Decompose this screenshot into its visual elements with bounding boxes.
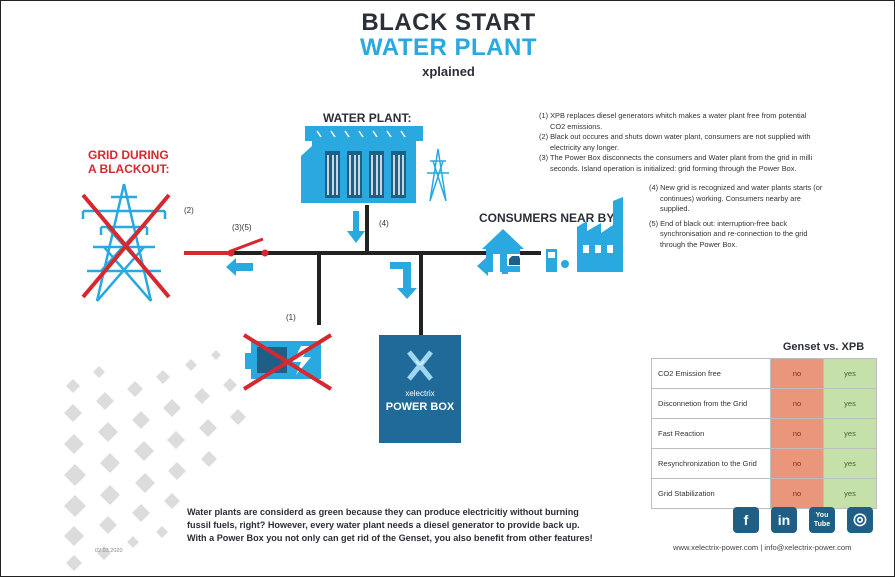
- grid-label-line2: A BLACKOUT:: [88, 162, 170, 176]
- note-line: (2) Black out occures and shuts down wat…: [539, 132, 811, 141]
- header-genset: Genset: [782, 341, 821, 353]
- step-2-label: (2): [184, 206, 194, 215]
- note-line: electricity any longer.: [550, 142, 620, 152]
- genset-crossed-icon: [242, 333, 333, 391]
- table-header-row: Genset vs. XPB: [652, 336, 877, 359]
- consumers-label: CONSUMERS NEAR BY:: [479, 211, 618, 225]
- header-vs: vs.: [823, 341, 839, 353]
- note-line: (1) XPB replaces diesel generators whitc…: [539, 111, 807, 120]
- water-plant-label: WATER PLANT:: [323, 111, 412, 125]
- water-plant-icon: [301, 126, 449, 203]
- note-line: through the Power Box.: [660, 239, 738, 249]
- linkedin-icon[interactable]: in: [771, 507, 797, 533]
- note-line: (5) End of black out: interruption-free …: [649, 218, 788, 228]
- date-stamp: 02.03.2020: [95, 548, 123, 554]
- feature-cell: Resynchronization to the Grid: [651, 448, 771, 479]
- feature-cell: CO2 Emission free: [651, 358, 771, 389]
- youtube-bottom-text: Tube: [813, 521, 831, 528]
- note-line: synchronisation and re-connection to the…: [660, 229, 808, 238]
- genset-cell: no: [770, 358, 824, 389]
- youtube-icon[interactable]: You Tube: [809, 507, 835, 533]
- note-line: seconds. Island operation is initialized…: [550, 163, 797, 173]
- consumers-icon: [482, 197, 623, 272]
- bottom-line: Water plants are considerd as green beca…: [187, 507, 579, 517]
- grid-crossed-icon: [81, 193, 171, 299]
- genset-cell: no: [770, 388, 824, 419]
- bottom-line: fussil fuels, right? However, every wate…: [187, 520, 580, 530]
- feature-cell: Grid Stabilization: [651, 478, 771, 509]
- xpb-cell: yes: [823, 388, 877, 419]
- switch-icon: [184, 237, 269, 257]
- genset-cell: no: [770, 418, 824, 449]
- header-xpb: XPB: [841, 341, 865, 353]
- title-line2: WATER PLANT: [359, 34, 538, 61]
- footer-contact[interactable]: www.xelectrix-power.com | info@xelectrix…: [673, 543, 852, 552]
- instagram-icon[interactable]: ◎: [847, 507, 873, 533]
- feature-cell: Fast Reaction: [651, 418, 771, 449]
- grid-label-line1: GRID DURING: [88, 148, 169, 162]
- note-line: (4) New grid is recognized and water pla…: [649, 183, 823, 192]
- title-line1: BLACK START: [361, 9, 536, 36]
- note-line: (3) The Power Box disconnects the consum…: [539, 153, 813, 162]
- genset-cell: no: [770, 448, 824, 479]
- power-box-brand: xelectrix: [405, 389, 435, 398]
- xpb-cell: yes: [823, 418, 877, 449]
- bottom-line: With a Power Box you not only can get ri…: [187, 533, 593, 543]
- power-box-name: POWER BOX: [385, 401, 455, 413]
- xpb-cell: yes: [823, 358, 877, 389]
- bottom-text: Water plants are considerd as green beca…: [187, 506, 637, 545]
- xpb-cell: yes: [823, 448, 877, 479]
- notes-block: (1) XPB replaces diesel generators whitc…: [539, 111, 869, 174]
- genset-cell: no: [770, 478, 824, 509]
- step-1-label: (1): [286, 313, 296, 322]
- notes-block-2: (4) New grid is recognized and water pla…: [649, 183, 869, 250]
- step-35-label: (3)(5): [232, 223, 252, 232]
- subtitle: xplained: [422, 64, 475, 79]
- xpb-cell: yes: [823, 478, 877, 509]
- facebook-icon[interactable]: f: [733, 507, 759, 533]
- power-box-icon: [379, 335, 461, 443]
- youtube-top-text: You: [815, 512, 829, 519]
- table-header: Genset vs. XPB: [771, 336, 877, 359]
- step-4-label: (4): [379, 219, 389, 228]
- feature-cell: Disconnetion from the Grid: [651, 388, 771, 419]
- note-line: CO2 emissions.: [550, 121, 603, 131]
- note-line: supplied.: [660, 204, 690, 213]
- note-line: continues) working. Consumers nearby are: [660, 193, 801, 203]
